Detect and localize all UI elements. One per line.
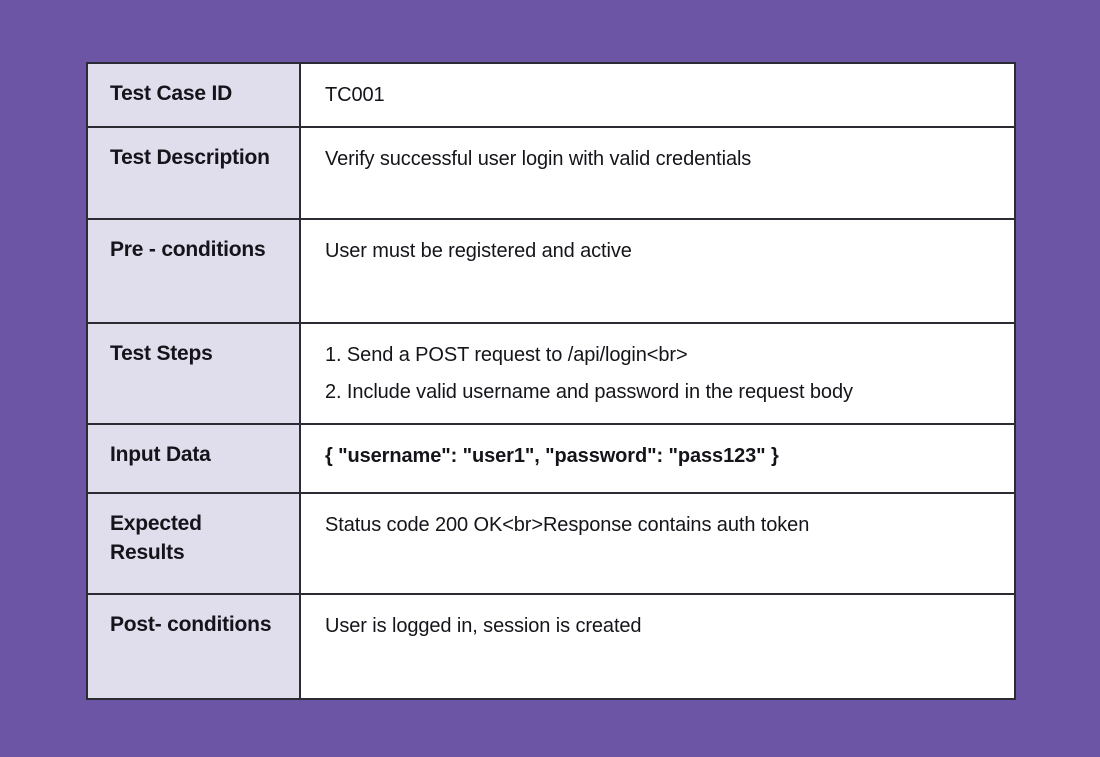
row-value-line: TC001 [325, 84, 385, 106]
table-row-test-description: Test Description Verify successful user l… [87, 127, 1015, 220]
row-label-test-case-id: Test Case ID [87, 63, 301, 128]
row-value-line: 2. Include valid username and password i… [325, 381, 853, 403]
row-value-test-case-id: TC001 [300, 63, 1015, 128]
row-label-pre-conditions: Pre - conditions [87, 219, 301, 324]
row-label-test-steps: Test Steps [87, 323, 301, 425]
table-row-pre-conditions: Pre - conditions User must be registered … [87, 219, 1015, 324]
row-value-test-steps: 1. Send a POST request to /api/login<br>… [300, 323, 1015, 425]
row-value-line: 1. Send a POST request to /api/login<br> [325, 344, 688, 366]
table-row-expected-results: Expected Results Status code 200 OK<br>Re… [87, 493, 1015, 595]
row-label-test-description: Test Description [87, 127, 301, 220]
row-value-pre-conditions: User must be registered and active [300, 219, 1015, 324]
row-label-input-data: Input Data [87, 424, 301, 494]
table-row-post-conditions: Post- conditions User is logged in, sessi… [87, 594, 1015, 699]
table-row-input-data: Input Data { "username": "user1", "passwo… [87, 424, 1015, 494]
row-value-test-description: Verify successful user login with valid … [300, 127, 1015, 220]
row-value-input-data: { "username": "user1", "password": "pass… [300, 424, 1015, 494]
row-value-line: User must be registered and active [325, 240, 632, 262]
row-value-line: User is logged in, session is created [325, 615, 642, 637]
row-label-expected-results: Expected Results [87, 493, 301, 595]
row-value-line: { "username": "user1", "password": "pass… [325, 445, 779, 467]
row-value-expected-results: Status code 200 OK<br>Response contains … [300, 493, 1015, 595]
row-value-line: Status code 200 OK<br>Response contains … [325, 514, 810, 536]
table-row-test-case-id: Test Case ID TC001 [87, 63, 1015, 128]
row-value-line: Verify successful user login with valid … [325, 148, 752, 170]
row-label-post-conditions: Post- conditions [87, 594, 301, 699]
row-value-post-conditions: User is logged in, session is created [300, 594, 1015, 699]
